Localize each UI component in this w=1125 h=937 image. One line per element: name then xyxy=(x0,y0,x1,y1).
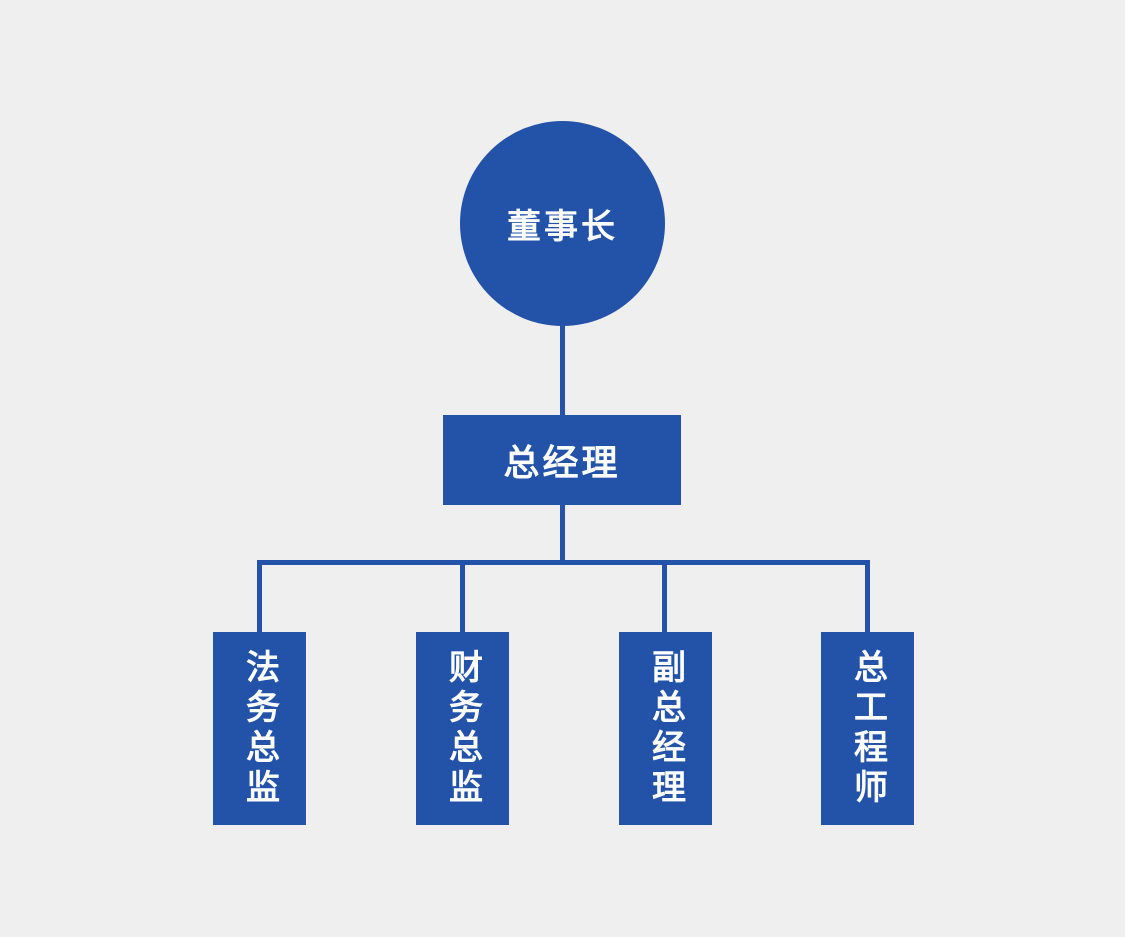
org-node-legal-director-label: 法务总监 xyxy=(240,648,279,809)
connector-chairman-to-manager xyxy=(560,318,565,416)
org-node-chief-engineer-label: 总工程师 xyxy=(848,648,887,809)
org-node-general-manager: 总经理 xyxy=(443,415,681,505)
connector-bus-to-deputy-general-manager xyxy=(662,560,667,634)
org-node-chairman: 董事长 xyxy=(460,121,665,326)
org-node-legal-director: 法务总监 xyxy=(213,632,306,825)
org-node-general-manager-label: 总经理 xyxy=(503,442,621,483)
org-node-finance-director-label: 财务总监 xyxy=(443,648,482,809)
org-node-chief-engineer: 总工程师 xyxy=(821,632,914,825)
org-node-chairman-label: 董事长 xyxy=(507,208,618,246)
connector-horizontal-bus xyxy=(257,560,870,565)
connector-bus-to-finance-director xyxy=(460,560,465,634)
org-node-finance-director: 财务总监 xyxy=(416,632,509,825)
connector-manager-to-bus xyxy=(560,503,565,563)
org-node-deputy-general-manager-label: 副总经理 xyxy=(646,648,685,809)
connector-bus-to-legal-director xyxy=(257,560,262,634)
connector-bus-to-chief-engineer xyxy=(865,560,870,634)
org-node-deputy-general-manager: 副总经理 xyxy=(619,632,712,825)
